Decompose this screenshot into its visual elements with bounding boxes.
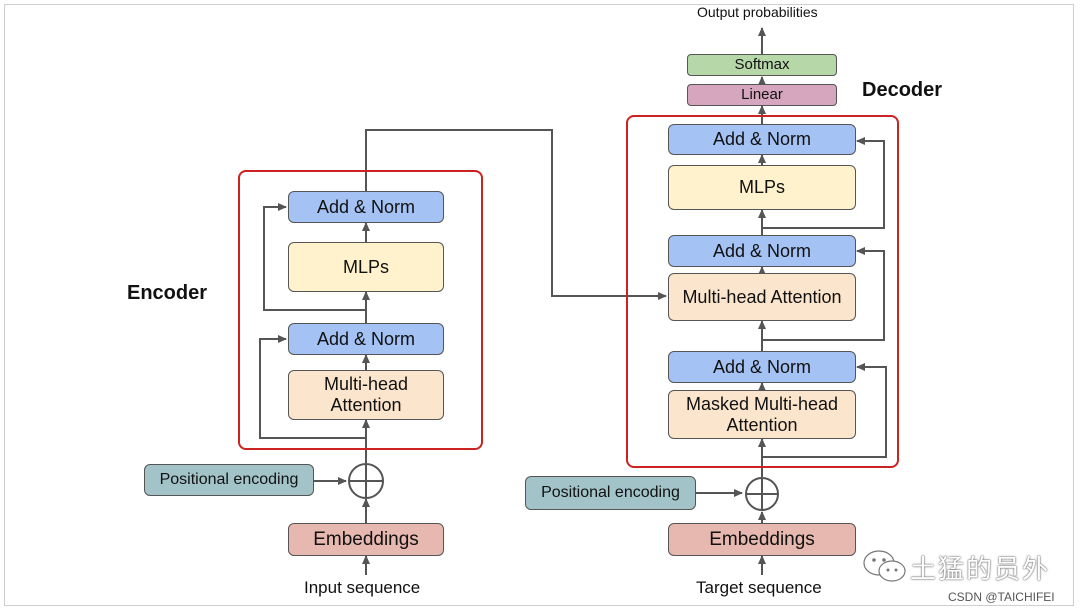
decoder-frame	[626, 115, 899, 468]
enc-add-norm-top: Add & Norm	[288, 191, 444, 223]
dec-positional-encoding: Positional encoding	[525, 476, 696, 510]
enc-input-label: Input sequence	[304, 578, 421, 597]
enc-residual-1	[259, 335, 366, 439]
dec-embeddings: Embeddings	[668, 523, 856, 556]
dec-residual-1	[762, 363, 887, 458]
softmax-box: Softmax	[687, 54, 837, 76]
enc-to-dec-line	[365, 129, 667, 300]
encoder-title: Encoder	[127, 282, 208, 304]
dec-add-norm-bottom: Add & Norm	[668, 351, 856, 383]
enc-residual-2	[263, 203, 366, 311]
decoder-title: Decoder	[862, 79, 943, 101]
enc-embeddings: Embeddings	[288, 523, 444, 556]
dec-residual-3	[762, 137, 885, 229]
dec-residual-2	[762, 247, 885, 341]
dec-input-label: Target sequence	[696, 578, 822, 597]
enc-positional-encoding: Positional encoding	[144, 464, 314, 496]
watermark-brand: 土猛的员外	[910, 555, 1051, 585]
output-probabilities-label: Output probabilities	[697, 4, 818, 20]
dec-add-norm-middle: Add & Norm	[668, 235, 856, 267]
figure-frame	[4, 4, 1074, 606]
encoder-frame	[238, 170, 483, 450]
enc-add-norm-bottom: Add & Norm	[288, 323, 444, 355]
dec-masked-attention: Masked Multi-head Attention	[668, 390, 856, 439]
dec-cross-attention: Multi-head Attention	[668, 273, 856, 321]
dec-add-norm-top: Add & Norm	[668, 124, 856, 155]
watermark-credit: CSDN @TAICHIFEI	[948, 590, 1055, 604]
enc-mlps: MLPs	[288, 242, 444, 292]
enc-add-operator	[348, 463, 384, 499]
dec-add-operator	[745, 477, 779, 511]
enc-multihead-attention: Multi-head Attention	[288, 370, 444, 420]
wechat-icon	[863, 550, 906, 582]
linear-box: Linear	[687, 84, 837, 106]
dec-mlps: MLPs	[668, 165, 856, 210]
